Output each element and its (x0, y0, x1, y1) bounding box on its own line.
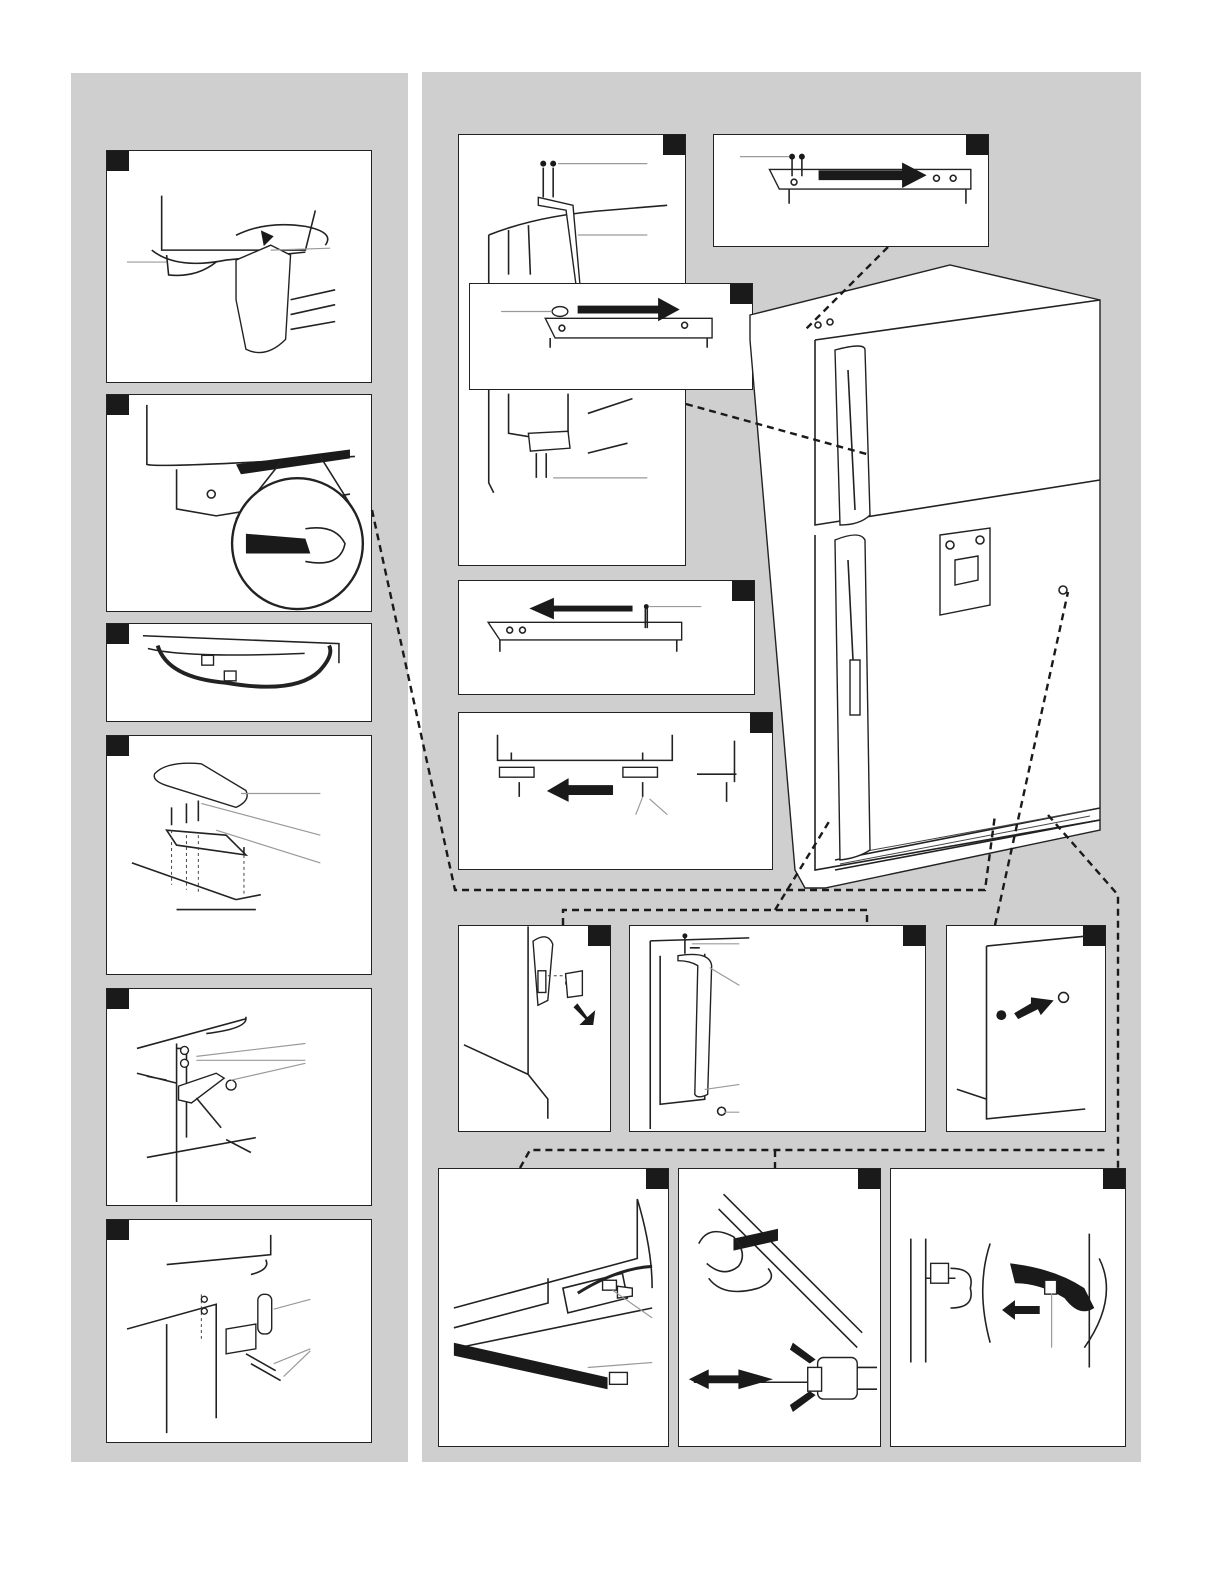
step-fresh-food-handle (629, 925, 926, 1132)
water-line-disconnect-illustration (107, 395, 371, 611)
tube-coupling-release-illustration (679, 1169, 880, 1446)
grille-removal-illustration (107, 151, 371, 382)
water-tube-routing-illustration (107, 624, 371, 721)
step-water-line-disconnect (106, 394, 372, 612)
step-side-plug (946, 925, 1106, 1132)
bottom-hinge-illustration (107, 1220, 371, 1442)
top-hinge-cover-illustration (107, 736, 371, 974)
step-top-plug-move (713, 134, 989, 247)
fresh-food-handle-lift-illustration (459, 926, 610, 1131)
fresh-food-handle-illustration (630, 926, 925, 1131)
side-plug-illustration (947, 926, 1105, 1131)
handle-mount-plug-illustration (470, 284, 752, 389)
step-tube-clip-reroute (890, 1168, 1126, 1447)
step-handle-mount-plug (469, 283, 753, 390)
step-top-hinge-cover (106, 735, 372, 975)
water-tube-connector-illustration (439, 1169, 668, 1446)
step-door-stop-screw (458, 580, 755, 695)
top-plug-move-illustration (714, 135, 988, 246)
tube-clip-reroute-illustration (891, 1169, 1125, 1446)
step-grille-removal (106, 150, 372, 383)
refrigerator-illustration (740, 260, 1110, 900)
step-water-tube-routing (106, 623, 372, 722)
refrigerator-overview (740, 260, 1110, 900)
step-bottom-hinge (106, 1219, 372, 1443)
door-stop-bracket-illustration (459, 713, 772, 869)
step-water-tube-connector (438, 1168, 669, 1447)
step-fresh-food-handle-lift (458, 925, 611, 1132)
center-hinge-illustration (107, 989, 371, 1205)
step-door-stop-bracket (458, 712, 773, 870)
step-center-hinge (106, 988, 372, 1206)
door-stop-screw-illustration (459, 581, 754, 694)
step-tube-coupling-release (678, 1168, 881, 1447)
